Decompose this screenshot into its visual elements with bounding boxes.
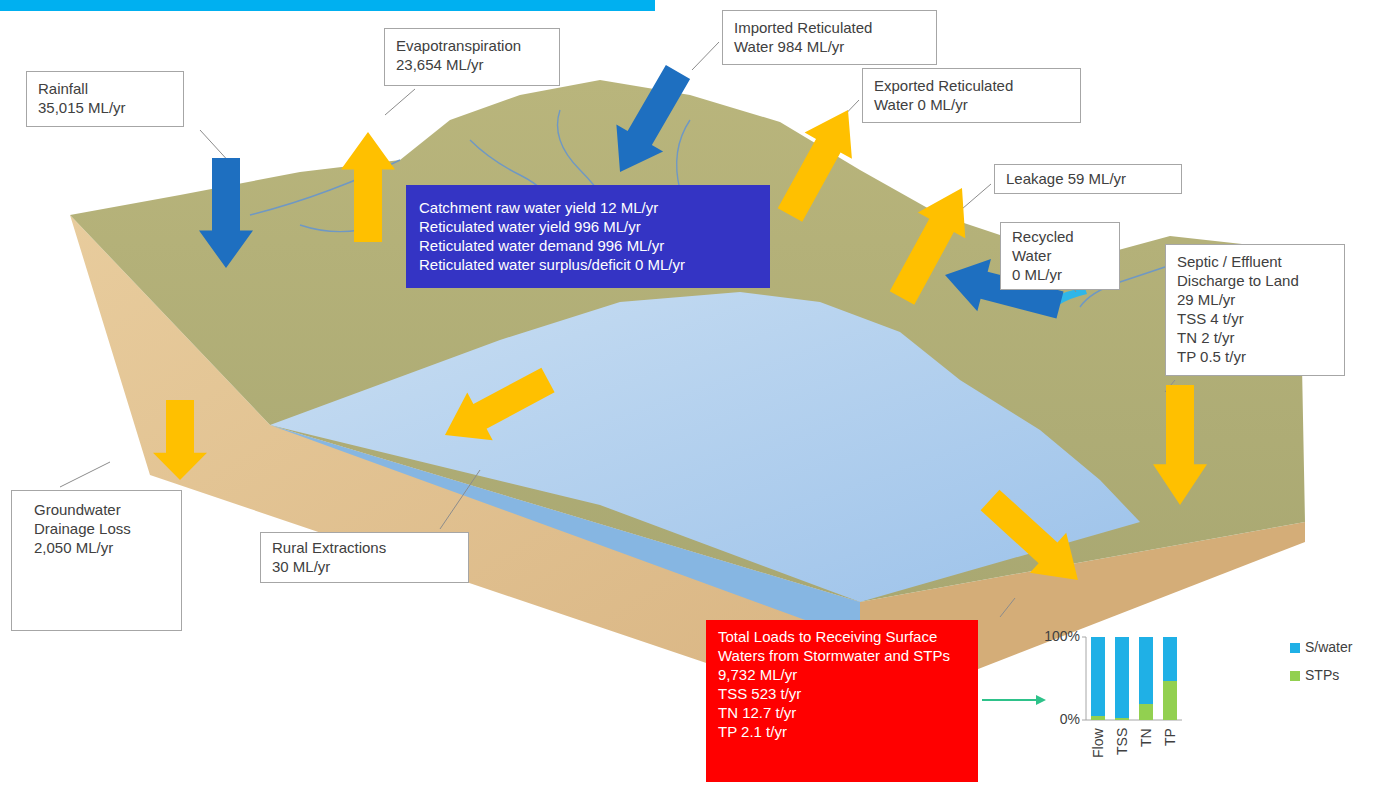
flow-label-box: Exported Reticulated Water 0 ML/yr (862, 68, 1081, 123)
flow-label-box: Recycled Water0 ML/yr (1000, 222, 1120, 290)
box-value: Reticulated water yield 996 ML/yr (419, 217, 757, 236)
box-value: TP 2.1 t/yr (718, 722, 966, 741)
box-heading: Evapotranspiration (396, 36, 548, 55)
box-heading: Total Loads to Receiving Surface Waters … (718, 627, 953, 665)
box-heading: Groundwater Drainage Loss (34, 500, 159, 538)
loads-box: Total Loads to Receiving Surface Waters … (706, 620, 978, 782)
box-value: 0 ML/yr (1012, 265, 1108, 284)
box-value: TSS 523 t/yr (718, 684, 966, 703)
flow-label-box: Septic / Effluent Discharge to Land29 ML… (1165, 244, 1345, 376)
category-label: TSS (1114, 728, 1131, 755)
flow-label-box: Leakage 59 ML/yr (994, 164, 1182, 194)
pointer-arrow (982, 695, 1046, 705)
streams (250, 110, 1180, 307)
box-value: 9,732 ML/yr (718, 665, 966, 684)
flow-arrows (153, 58, 1207, 600)
stacked-bar-chart (1082, 637, 1182, 720)
flow-label-box: Rainfall35,015 ML/yr (26, 71, 184, 127)
category-label: Flow (1090, 728, 1107, 758)
box-value: 2,050 ML/yr (34, 538, 159, 557)
axis-label: 0% (1060, 711, 1080, 728)
box-heading: Septic / Effluent Discharge to Land (1177, 252, 1327, 290)
box-value: TSS 4 t/yr (1177, 309, 1333, 328)
box-value: 29 ML/yr (1177, 290, 1333, 309)
box-value: Reticulated water surplus/deficit 0 ML/y… (419, 255, 757, 274)
box-value: TP 0.5 t/yr (1177, 347, 1333, 366)
axis-label: 100% (1044, 628, 1080, 645)
category-label: TN (1138, 728, 1155, 747)
box-value: TN 12.7 t/yr (718, 703, 966, 722)
box-value: 23,654 ML/yr (396, 55, 548, 74)
box-heading: Imported Reticulated Water 984 ML/yr (734, 18, 899, 56)
legend-swatch (1290, 671, 1300, 681)
flow-label-box: Evapotranspiration23,654 ML/yr (384, 28, 560, 86)
legend-text: STPs (1305, 667, 1339, 684)
flow-label-box: Groundwater Drainage Loss2,050 ML/yr (11, 490, 182, 631)
title-bar (0, 0, 655, 11)
flow-label-box: Rural Extractions30 ML/yr (260, 532, 469, 583)
land-surface (70, 80, 1305, 602)
box-heading: Rainfall (38, 79, 172, 98)
box-heading: Exported Reticulated Water 0 ML/yr (874, 76, 1039, 114)
box-value: 35,015 ML/yr (38, 98, 172, 117)
summary-box: Catchment raw water yield 12 ML/yrReticu… (406, 185, 770, 288)
box-value: Reticulated water demand 996 ML/yr (419, 236, 757, 255)
box-heading: Recycled Water (1012, 227, 1108, 265)
box-value: 30 ML/yr (272, 557, 457, 576)
box-heading: Catchment raw water yield 12 ML/yr (419, 198, 757, 217)
legend-swatch (1290, 643, 1300, 653)
box-heading: Leakage 59 ML/yr (1006, 169, 1170, 188)
flow-label-box: Imported Reticulated Water 984 ML/yr (722, 10, 937, 65)
leader-lines (60, 42, 1175, 617)
category-label: TP (1162, 728, 1179, 746)
box-heading: Rural Extractions (272, 538, 457, 557)
legend-text: S/water (1305, 639, 1352, 656)
box-value: TN 2 t/yr (1177, 328, 1333, 347)
